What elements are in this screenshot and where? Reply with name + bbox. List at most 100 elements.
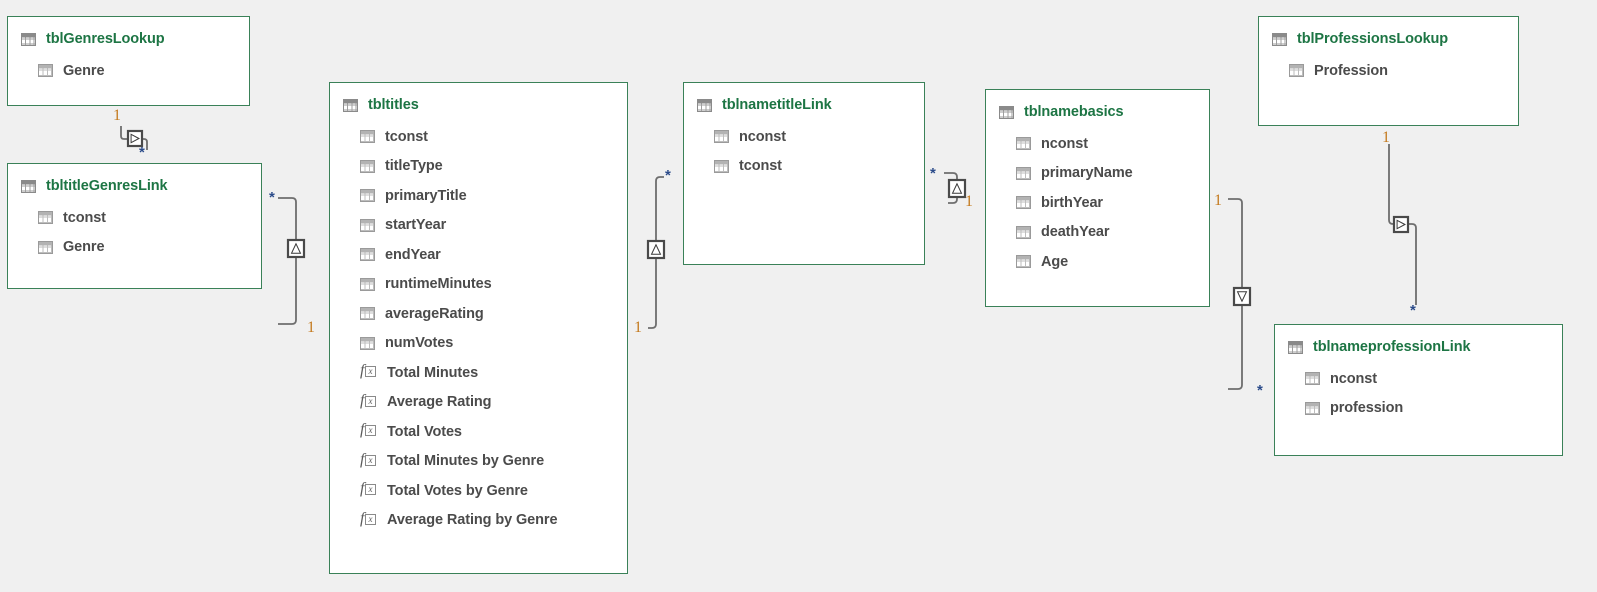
table-header[interactable]: tbltitles — [330, 83, 627, 113]
field-row[interactable]: endYear — [330, 240, 627, 270]
table-header[interactable]: tblnamebasics — [986, 90, 1209, 120]
field-row[interactable]: birthYear — [986, 188, 1209, 218]
field-row[interactable]: nconst — [986, 129, 1209, 159]
table-name: tbltitleGenresLink — [46, 178, 168, 194]
field-column-icon — [1289, 64, 1304, 78]
table-name: tblnamebasics — [1024, 104, 1124, 120]
field-column-icon — [1305, 401, 1320, 415]
field-name: tconst — [739, 158, 782, 175]
field-column-icon — [360, 159, 375, 173]
relationship-rel-nametitlelink-namebasics[interactable] — [944, 172, 967, 204]
field-row[interactable]: Genre — [8, 233, 261, 263]
field-row[interactable]: tconst — [330, 122, 627, 152]
table-header[interactable]: tblProfessionsLookup — [1259, 17, 1518, 47]
field-column-icon — [1016, 225, 1031, 239]
relationship-line — [1228, 198, 1243, 390]
field-row[interactable]: profession — [1275, 394, 1562, 424]
cross-filter-arrow-icon — [650, 243, 662, 255]
table-icon — [343, 98, 358, 112]
measure-name: Average Rating — [387, 394, 492, 411]
cardinality-label-from: * — [930, 165, 936, 182]
table-header[interactable]: tblnametitleLink — [684, 83, 924, 113]
field-row[interactable]: Age — [986, 247, 1209, 277]
measure-name: Total Minutes — [387, 364, 479, 381]
cross-filter-direction-box — [286, 238, 306, 259]
table-header[interactable]: tblGenresLookup — [8, 17, 249, 47]
cardinality-label-to: * — [139, 144, 145, 161]
measure-name: Total Votes — [387, 423, 462, 440]
field-column-icon — [360, 277, 375, 291]
cardinality-label-to: * — [665, 167, 671, 184]
measure-name: Total Votes by Genre — [387, 482, 528, 499]
table-card-tblnametitleLink[interactable]: tblnametitleLink nconst tconst — [683, 82, 925, 265]
cardinality-label-from: 1 — [1214, 192, 1222, 209]
field-name: profession — [1330, 400, 1404, 417]
cardinality-label-from: 1 — [113, 107, 121, 124]
field-row[interactable]: Genre — [8, 56, 249, 86]
table-header[interactable]: tblnameprofessionLink — [1275, 325, 1562, 355]
field-row[interactable]: startYear — [330, 211, 627, 241]
cross-filter-direction-box — [947, 178, 967, 199]
field-name: primaryName — [1041, 165, 1133, 182]
field-column-icon — [1016, 196, 1031, 210]
measure-name: Total Minutes by Genre — [387, 453, 545, 470]
field-row[interactable]: nconst — [1275, 364, 1562, 394]
field-row[interactable]: runtimeMinutes — [330, 270, 627, 300]
field-row[interactable]: Profession — [1259, 56, 1518, 86]
field-name: runtimeMinutes — [385, 276, 492, 293]
field-row[interactable]: deathYear — [986, 218, 1209, 248]
field-row[interactable]: averageRating — [330, 299, 627, 329]
field-name: endYear — [385, 246, 441, 263]
relationship-rel-namebasics-nameprofessionlink[interactable] — [1228, 198, 1252, 390]
field-name: Genre — [63, 239, 105, 256]
table-icon — [697, 98, 712, 112]
field-column-icon — [1016, 166, 1031, 180]
relationship-rel-professionslookup-nameprofessionlink[interactable] — [1388, 144, 1417, 305]
relationship-line — [648, 176, 664, 329]
cross-filter-arrow-icon — [290, 242, 302, 254]
field-row[interactable]: titleType — [330, 152, 627, 182]
field-name: startYear — [385, 217, 447, 234]
field-row[interactable]: primaryName — [986, 159, 1209, 189]
field-row[interactable]: primaryTitle — [330, 181, 627, 211]
cardinality-label-from: 1 — [1382, 129, 1390, 146]
field-name: nconst — [1041, 135, 1088, 152]
cardinality-label-to: 1 — [965, 193, 973, 210]
relationship-rel-titles-nametitlelink[interactable] — [646, 176, 666, 329]
field-row[interactable]: numVotes — [330, 329, 627, 359]
field-column-icon — [38, 240, 53, 254]
field-list: Genre — [8, 47, 249, 86]
field-row[interactable]: tconst — [8, 203, 261, 233]
table-card-tblnameprofessionLink[interactable]: tblnameprofessionLink nconst profession — [1274, 324, 1563, 456]
field-name: Profession — [1314, 62, 1388, 79]
cross-filter-direction-box — [1232, 286, 1252, 307]
field-column-icon — [360, 130, 375, 144]
cross-filter-arrow-icon — [130, 133, 140, 144]
field-column-icon — [1016, 255, 1031, 269]
field-row[interactable]: tconst — [684, 152, 924, 182]
field-column-icon — [38, 211, 53, 225]
table-header[interactable]: tbltitleGenresLink — [8, 164, 261, 194]
field-row[interactable]: nconst — [684, 122, 924, 152]
field-column-icon — [1016, 137, 1031, 151]
relationship-rel-titlegenreslink-titles[interactable] — [278, 197, 306, 325]
field-list: nconst tconst — [684, 113, 924, 181]
